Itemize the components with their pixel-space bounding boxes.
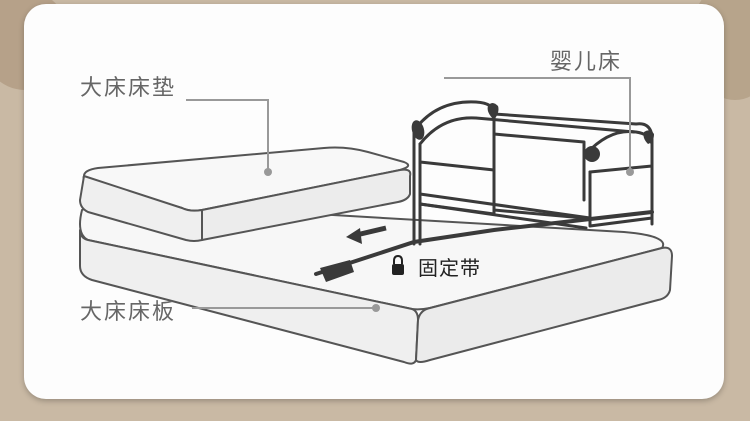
crib-post-caps <box>411 103 654 162</box>
strap-label: 固定带 <box>418 256 481 280</box>
arrow-left-icon <box>346 225 387 244</box>
bed-board-label: 大床床板 <box>80 300 177 325</box>
strap <box>314 210 654 282</box>
crib-bed-diagram <box>79 77 673 365</box>
top-mattress-label: 大床床垫 <box>80 76 177 101</box>
diagram-card: 大床床垫 婴儿床 大床床板 固定带 <box>24 4 724 399</box>
crib <box>412 100 654 246</box>
leader-lines <box>186 77 631 309</box>
leader-dots <box>264 168 634 312</box>
crib-label: 婴儿床 <box>550 50 623 75</box>
lock-icon <box>392 254 404 275</box>
top-mattress <box>79 146 412 242</box>
